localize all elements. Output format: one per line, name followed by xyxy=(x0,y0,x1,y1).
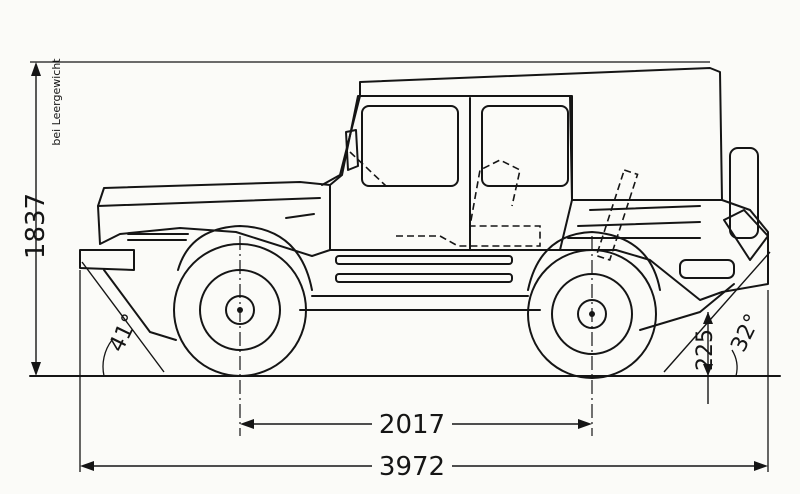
roll-bar xyxy=(595,169,639,261)
sill-stripe-2 xyxy=(335,273,513,283)
wheelbase-label: 2017 xyxy=(379,410,445,440)
steering-wheel xyxy=(349,151,387,187)
door-panel xyxy=(329,95,573,251)
hood-edge xyxy=(97,197,321,207)
departure-angle-arc xyxy=(731,349,738,377)
rear-stripe-2 xyxy=(577,221,701,227)
departure-angle-label: 32° xyxy=(726,310,766,356)
rear-body xyxy=(559,199,769,301)
spare-wheel xyxy=(729,147,759,239)
length-arrow-right xyxy=(754,461,768,471)
ground-clearance-label: 225 xyxy=(693,329,718,371)
height-arrow-top xyxy=(31,62,41,76)
front-underbody xyxy=(103,269,177,341)
rear-bumper xyxy=(679,259,735,279)
rear-underbody xyxy=(639,283,735,331)
windshield-frame xyxy=(321,83,361,186)
clearance-arrow-top xyxy=(703,312,713,324)
jerry-can-holder xyxy=(723,209,769,261)
wheelbase-arrow-right xyxy=(578,419,592,429)
sill-stripe-1 xyxy=(335,255,513,265)
approach-angle-line xyxy=(81,261,165,373)
hood xyxy=(97,181,331,257)
seat-outline xyxy=(396,159,541,247)
clearance-arrow-bottom xyxy=(703,364,713,376)
height-label: 1837 xyxy=(21,193,51,259)
rear-wheel-arch xyxy=(527,231,661,291)
departure-angle-line xyxy=(663,251,771,373)
wheelbase-arrow-left xyxy=(240,419,254,429)
soft-top-roof xyxy=(359,67,723,201)
hood-stripe xyxy=(285,213,315,219)
rear-stripe-1 xyxy=(589,205,701,211)
height-arrow-bottom xyxy=(31,362,41,376)
side-mirror xyxy=(345,129,359,171)
length-arrow-left xyxy=(80,461,94,471)
height-note-label: bei Leergewicht xyxy=(50,58,63,146)
front-bumper xyxy=(79,249,135,271)
front-wheel-arch xyxy=(177,225,313,291)
approach-angle-arc xyxy=(102,339,113,377)
rear-window xyxy=(481,105,569,187)
front-window xyxy=(361,105,459,187)
overall-length-label: 3972 xyxy=(379,452,445,482)
